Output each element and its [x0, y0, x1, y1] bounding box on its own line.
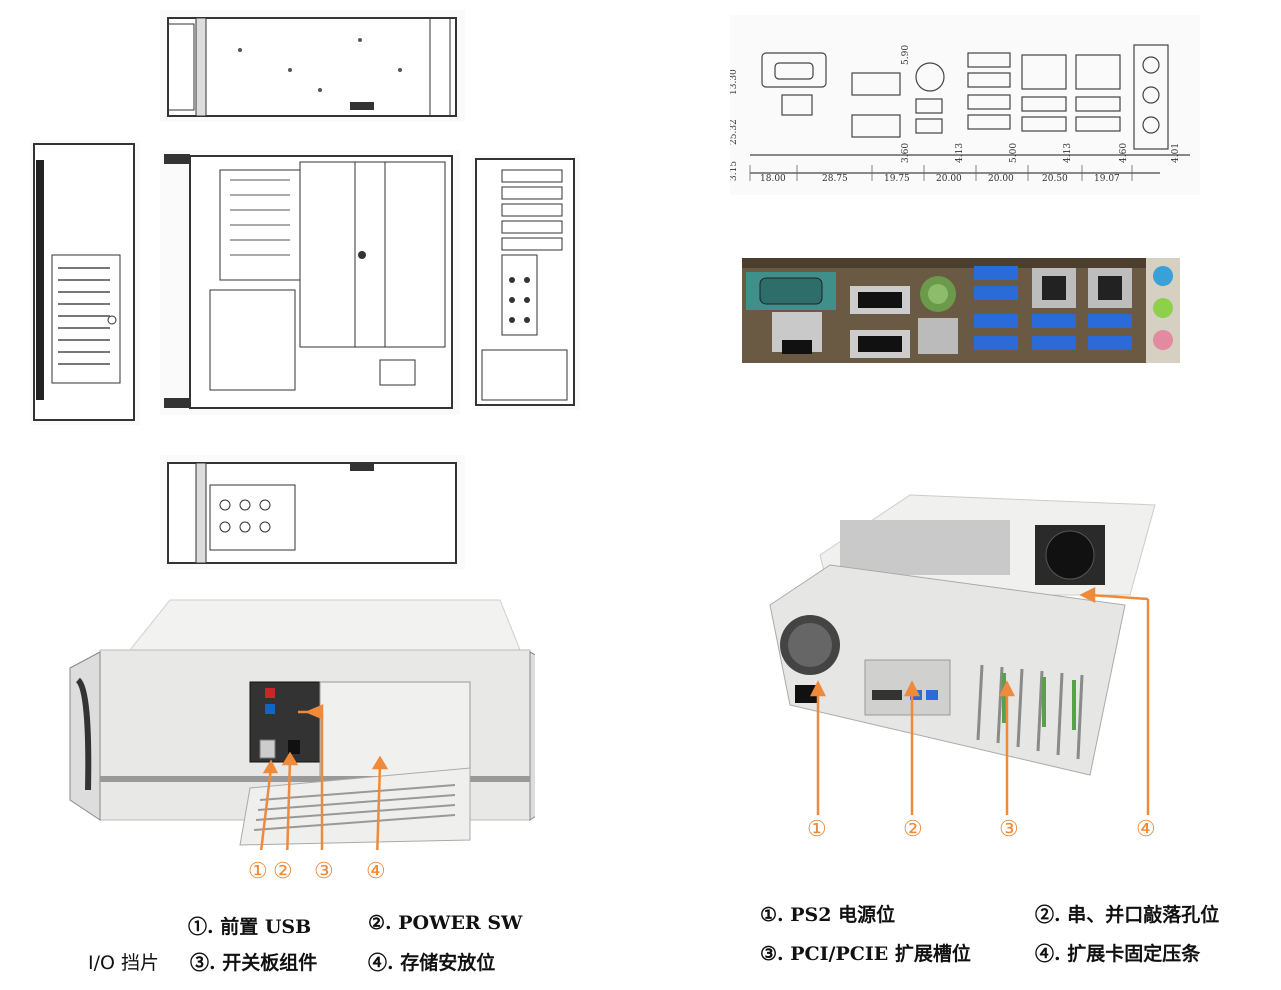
rear-legend-item4: ④. 扩展卡固定压条: [1035, 943, 1201, 965]
front-chassis-photo: [60, 590, 535, 850]
top-view-drawing: [160, 10, 465, 122]
front-legend-prefix: I/O 挡片: [88, 952, 159, 974]
front-view-drawing: [30, 140, 140, 425]
dim-v6: 4.13: [955, 143, 965, 163]
rear-view-drawing: [472, 155, 580, 410]
front-callout-3: ③: [314, 859, 334, 884]
io-dimension-drawing: 13.30 25.32 3.15 5.90 3.60 4.13 5.00 4.1…: [730, 15, 1200, 195]
dim-v5: 3.60: [901, 143, 911, 163]
dim-h4: 20.00: [936, 174, 962, 184]
front-callout-1: ①: [248, 859, 268, 884]
dim-h6: 20.50: [1042, 174, 1068, 184]
dim-h2: 28.75: [822, 174, 848, 184]
dim-h5: 20.00: [988, 174, 1014, 184]
rear-legend-item2: ②. 串、并口敲落孔位: [1035, 904, 1220, 926]
dim-h7: 19.07: [1094, 174, 1120, 184]
dim-v7: 5.00: [1009, 143, 1019, 163]
dim-h1: 18.00: [760, 174, 786, 184]
bottom-view-drawing: [160, 455, 465, 570]
rear-legend-item1: ①. PS2 电源位: [760, 904, 896, 926]
rear-legend-item3: ③. PCI/PCIE 扩展槽位: [760, 943, 971, 965]
dim-v2: 25.32: [730, 119, 739, 145]
front-legend-item3: ③. 开关板组件: [190, 952, 318, 974]
front-legend-item2: ②. POWER SW: [368, 912, 523, 934]
plan-view-drawing: [160, 150, 460, 415]
io-panel-photo: [742, 258, 1180, 363]
rear-callout-4: ④: [1136, 817, 1156, 842]
front-legend-item1: ①. 前置 USB: [188, 916, 312, 938]
rear-callout-3: ③: [999, 817, 1019, 842]
dim-v10: 4.01: [1171, 143, 1181, 163]
dim-v8: 4.13: [1063, 143, 1073, 163]
dim-h3: 19.75: [884, 174, 910, 184]
dim-v4: 5.90: [901, 45, 911, 65]
rear-callout-2: ②: [903, 817, 923, 842]
front-legend-item4: ④. 存储安放位: [368, 952, 496, 974]
rear-chassis-photo: [760, 485, 1180, 815]
rear-callout-1: ①: [807, 817, 827, 842]
dim-v9: 4.60: [1119, 143, 1129, 163]
front-callout-2: ②: [273, 859, 293, 884]
front-callout-4: ④: [366, 859, 386, 884]
dim-v3: 3.15: [730, 161, 739, 181]
dim-v1: 13.30: [730, 69, 739, 95]
